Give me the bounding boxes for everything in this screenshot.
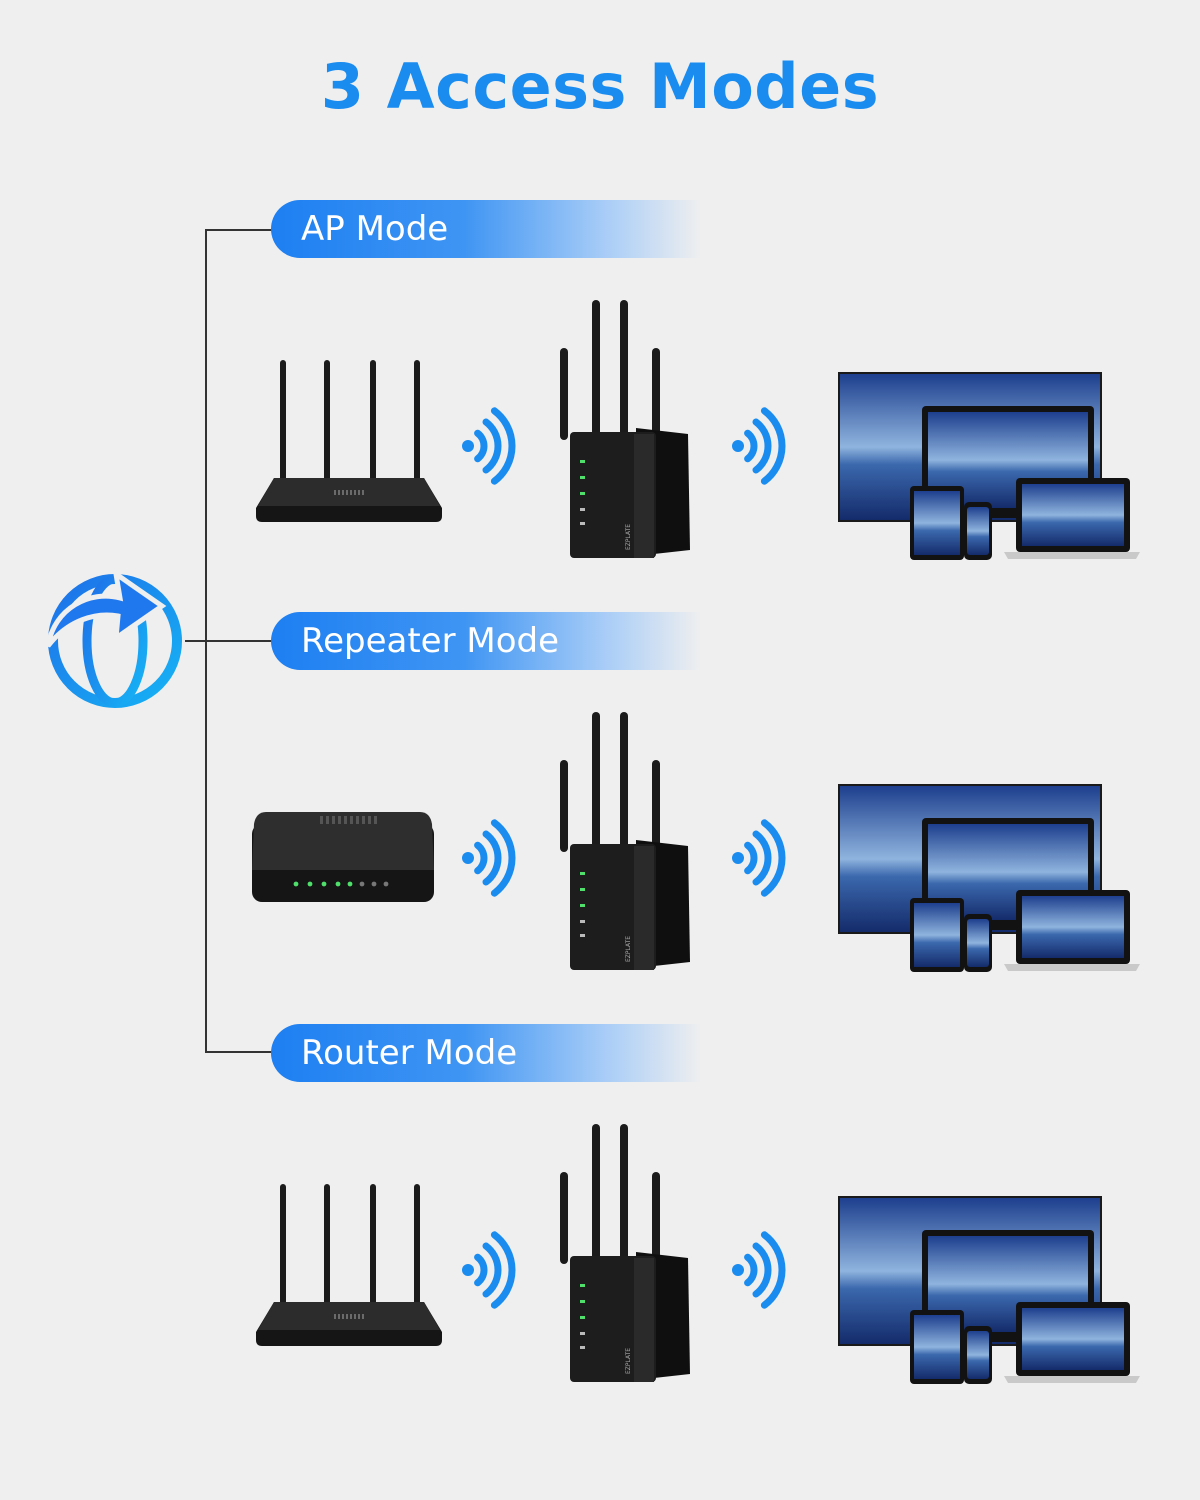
wifi-extender-icon: EZPLATE [560, 1124, 690, 1382]
branch-line-ap [205, 229, 273, 231]
wifi-extender-icon: EZPLATE [560, 300, 690, 558]
wifi-waves-icon [462, 819, 516, 897]
page-title: 3 Access Modes [320, 50, 880, 123]
wifi-waves-icon [462, 1231, 516, 1309]
extender-brand-label: EZPLATE [625, 1348, 632, 1374]
wifi-waves-icon [732, 819, 786, 897]
wifi-extender-icon: EZPLATE [560, 712, 690, 970]
mode-label-3: Router Mode [271, 1024, 701, 1082]
branch-line-router [205, 1051, 273, 1053]
router-icon [256, 1184, 442, 1346]
modem-icon [252, 812, 434, 902]
client-devices-icon [838, 1196, 1140, 1384]
wifi-waves-icon [732, 407, 786, 485]
mode-label-1: AP Mode [271, 200, 701, 258]
extender-brand-label: EZPLATE [625, 524, 632, 550]
router-icon [256, 360, 442, 522]
mode-label-2: Repeater Mode [271, 612, 701, 670]
client-devices-icon [838, 372, 1140, 560]
extender-brand-label: EZPLATE [625, 936, 632, 962]
client-devices-icon [838, 784, 1140, 972]
globe-arrow-icon [45, 568, 182, 708]
branch-line-repeater [185, 640, 273, 642]
wifi-waves-icon [462, 407, 516, 485]
wifi-waves-icon [732, 1231, 786, 1309]
